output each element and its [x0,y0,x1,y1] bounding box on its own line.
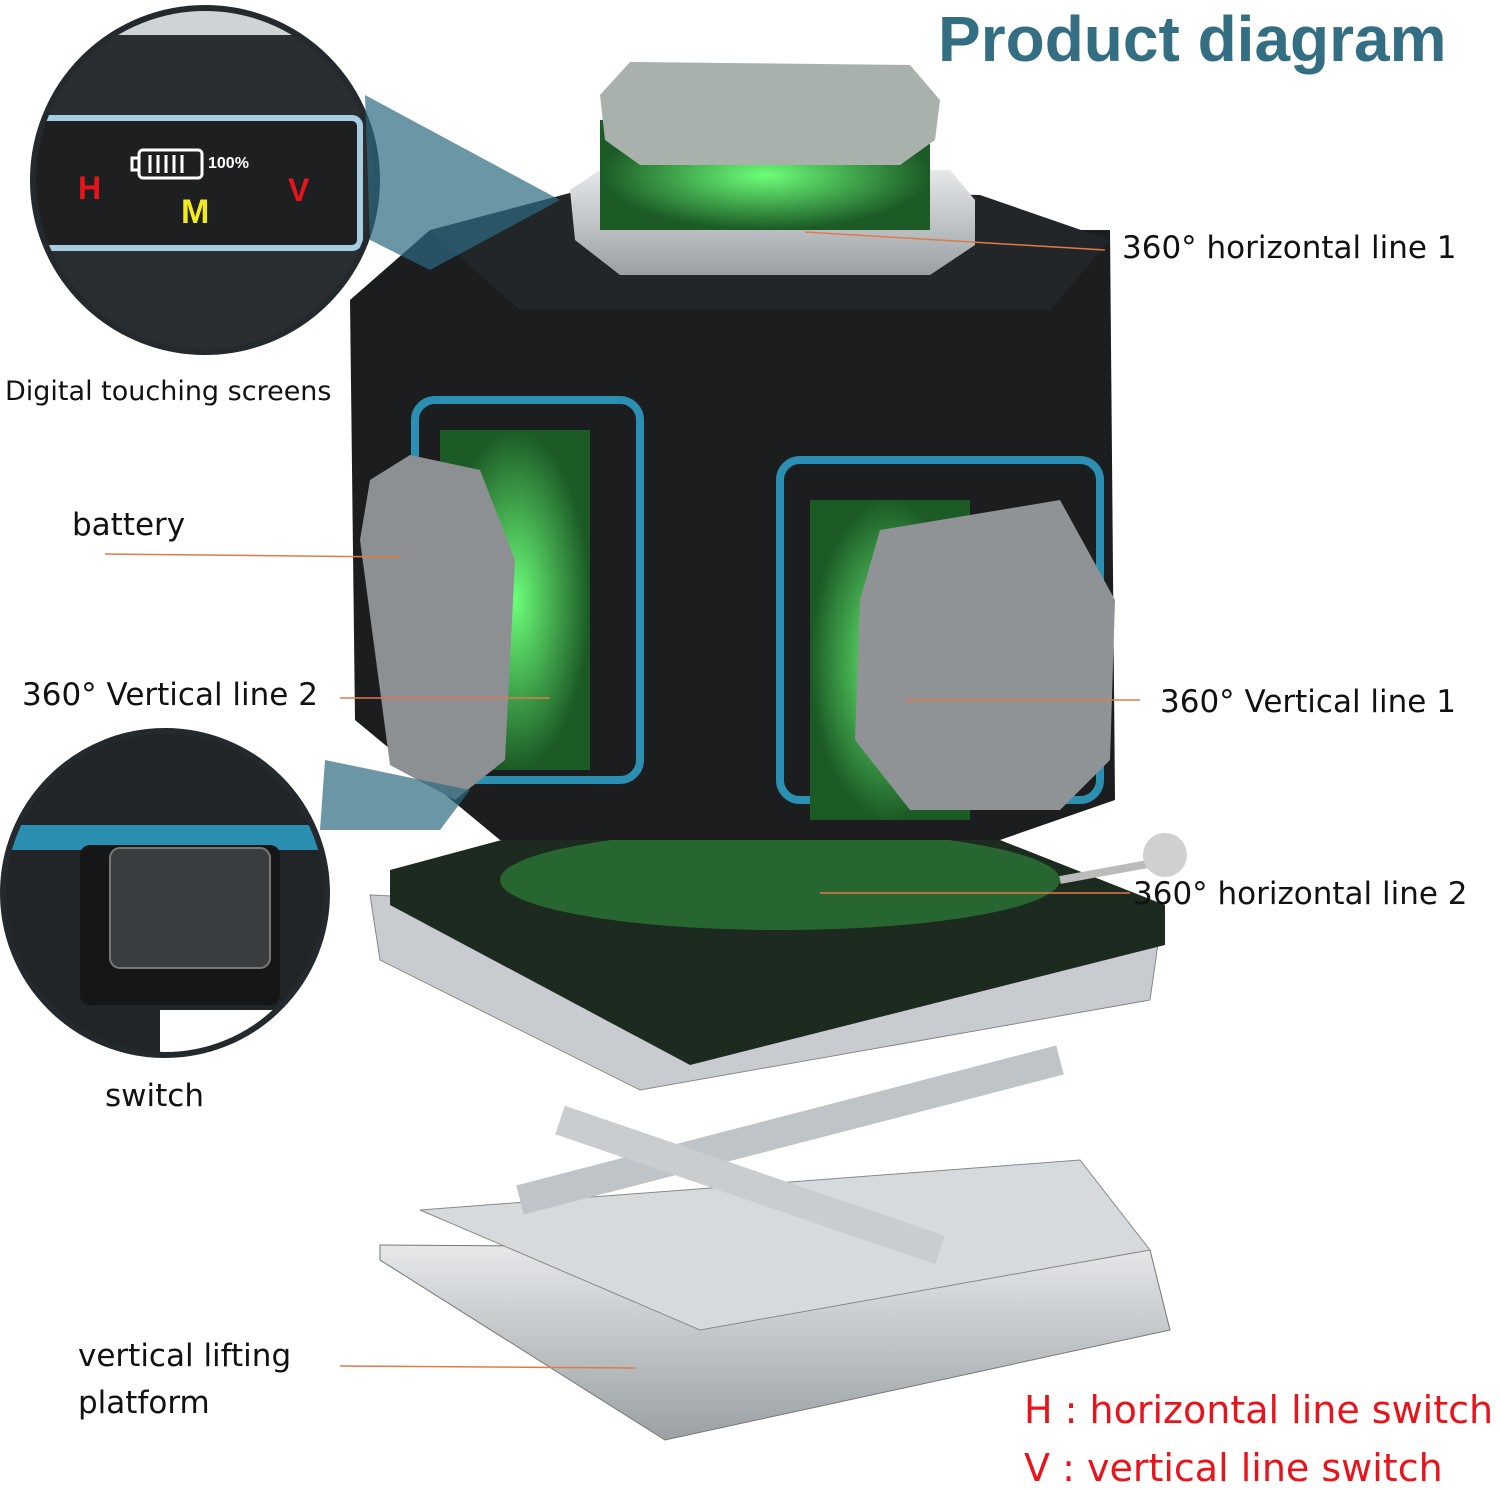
laser-body [350,62,1115,840]
legend-v: V : vertical line switch [1024,1446,1443,1490]
screen-m: M [181,193,210,231]
screen-inset [33,8,377,352]
label-vertical-line-1: 360° Vertical line 1 [1160,684,1456,720]
label-battery: battery [72,507,186,543]
label-horizontal-line-1: 360° horizontal line 1 [1122,230,1457,266]
battery-icon [130,148,204,180]
screen-v: V [288,172,310,208]
label-horizontal-line-2: 360° horizontal line 2 [1133,876,1468,912]
label-vertical-line-2: 360° Vertical line 2 [22,677,318,713]
battery-percent: 100% [208,155,249,172]
legend-h: H : horizontal line switch [1024,1388,1494,1432]
leader-lines [104,231,1140,1369]
page-title: Product diagram [938,3,1447,75]
switch-inset [3,731,327,1055]
label-digital-screens: Digital touching screens [5,376,332,407]
label-platform-1: vertical lifting [78,1338,292,1374]
label-platform-2: platform [78,1385,210,1421]
label-switch: switch [105,1078,204,1114]
screen-h: H [78,170,102,206]
